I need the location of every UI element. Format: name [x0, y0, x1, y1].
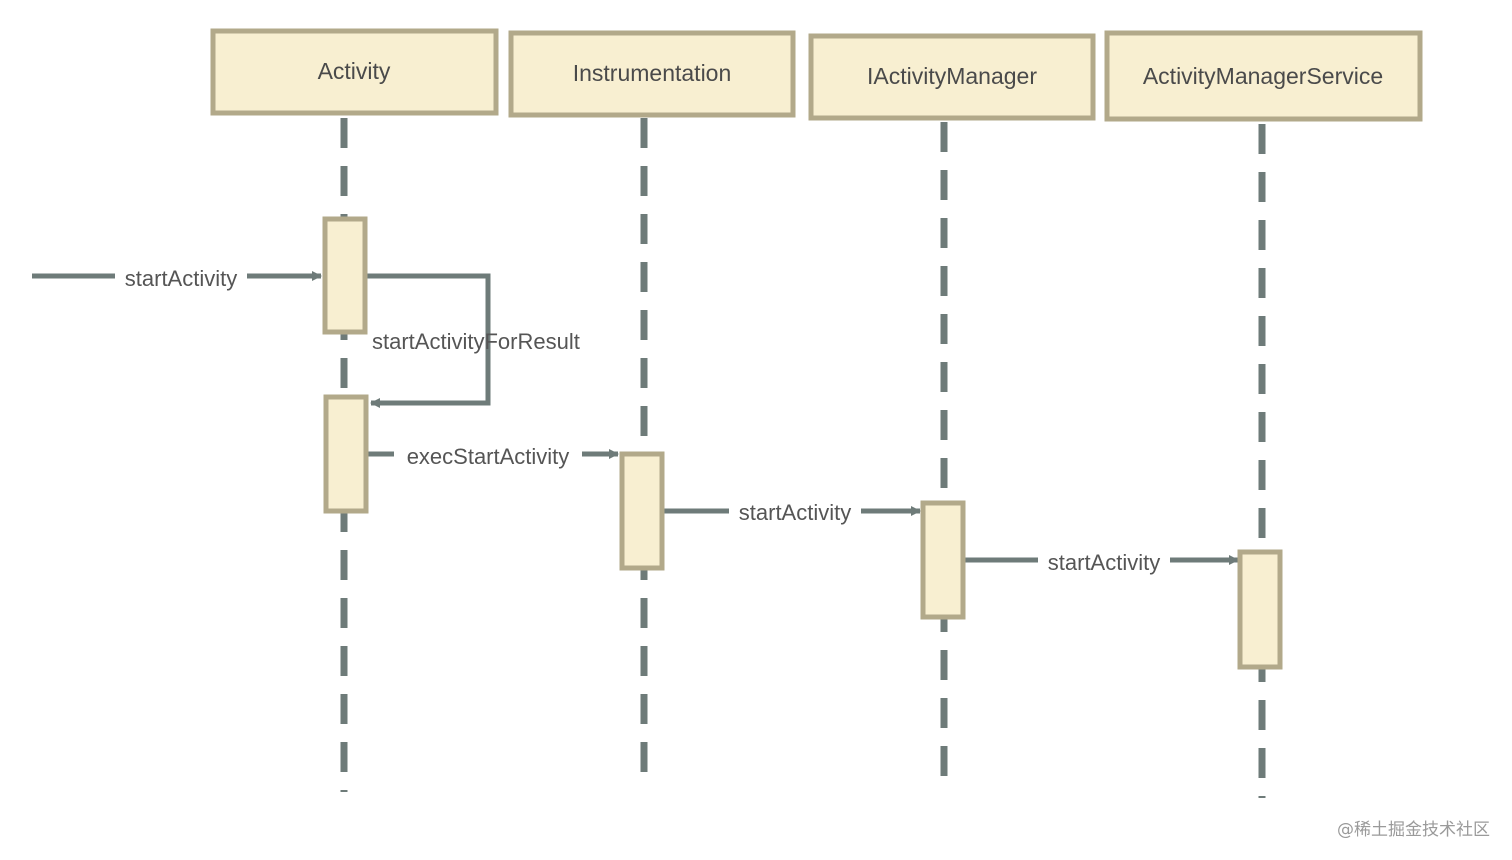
participant-label-iactivitymanager: IActivityManager — [867, 63, 1037, 89]
activation-iactivitymanager — [920, 500, 966, 620]
message-label-group-m2: startActivityForResult — [372, 329, 580, 354]
message-label-group-m1: startActivity — [115, 262, 247, 292]
message-label-m5: startActivity — [1048, 550, 1160, 575]
activations — [322, 216, 1283, 670]
activation-ams — [1237, 549, 1283, 670]
message-label-m4: startActivity — [739, 500, 851, 525]
message-label-group-m5: startActivity — [1038, 546, 1170, 576]
message-m2 — [366, 273, 491, 408]
participant-label-ams: ActivityManagerService — [1143, 63, 1383, 89]
message-label-m3: execStartActivity — [407, 444, 570, 469]
message-arrow-m2 — [366, 273, 491, 408]
activation-instrumentation — [619, 451, 665, 571]
message-label-m2: startActivityForResult — [372, 329, 580, 354]
activation-activity-1 — [322, 216, 368, 335]
participant-label-instrumentation: Instrumentation — [573, 60, 732, 86]
participant-activity: Activity — [210, 28, 499, 116]
watermark: @稀土掘金技术社区 — [1337, 820, 1490, 840]
participant-ams: ActivityManagerService — [1104, 30, 1423, 122]
message-label-group-m3: execStartActivity — [394, 440, 582, 470]
participant-label-activity: Activity — [318, 58, 391, 84]
participant-instrumentation: Instrumentation — [508, 30, 796, 118]
participant-iactivitymanager: IActivityManager — [808, 33, 1096, 121]
message-label-group-m4: startActivity — [729, 497, 861, 527]
activation-activity-2 — [323, 394, 369, 514]
message-label-m1: startActivity — [125, 266, 237, 291]
